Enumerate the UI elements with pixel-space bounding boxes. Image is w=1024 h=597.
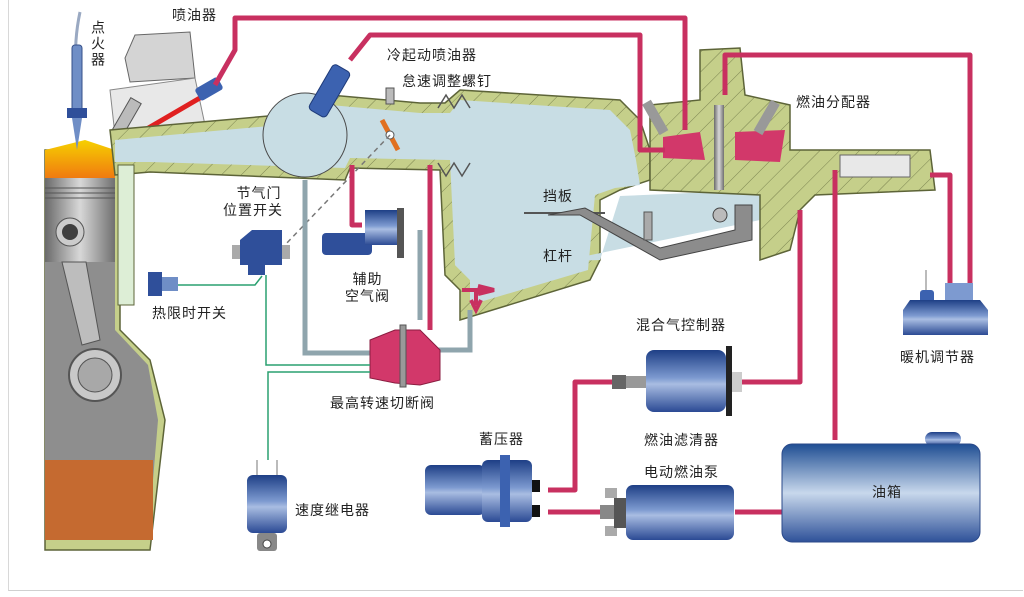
label-mixture-controller: 混合气控制器 [636, 318, 726, 334]
fuel-line-warmup-return [722, 52, 973, 325]
thermo-time-switch [148, 272, 178, 296]
fuel-distributor-housing [642, 47, 936, 262]
valve-head [109, 31, 206, 140]
label-speed-relay: 速度继电器 [295, 503, 370, 519]
label-aux-air-valve: 辅助 空气阀 [345, 272, 390, 306]
label-max-speed-cutoff: 最高转速切断阀 [330, 396, 435, 412]
fuel-line-filter-out [740, 210, 803, 385]
label-throttle-switch-line2: 位置开关 [223, 203, 283, 219]
throttle-position-switch [232, 230, 290, 275]
fuel-lines [212, 15, 973, 515]
label-electric-pump: 电动燃油泵 [644, 465, 719, 481]
distributor-screw-left [642, 99, 669, 136]
aux-air-bypass [349, 165, 362, 228]
label-cold-start-injector: 冷起动喷油器 [387, 48, 477, 64]
air-flow-meter [262, 92, 348, 178]
coolant-jacket [117, 164, 135, 306]
electric-fuel-pump [600, 485, 734, 540]
air-bypass-lines [302, 180, 473, 356]
injector-nozzle-line [143, 92, 207, 133]
cold-start-injector-icon [308, 64, 351, 118]
label-lever: 杠杆 [543, 249, 573, 265]
engine-cylinder [44, 140, 166, 551]
fuel-filter [612, 346, 742, 416]
air-flow-arrow [462, 284, 495, 315]
piston [45, 178, 115, 262]
fuel-line-warmup-control [930, 172, 953, 325]
label-injector: 喷油器 [172, 8, 217, 24]
bellows-bottom [437, 161, 471, 178]
distributor-screw-right [753, 99, 780, 136]
electric-wiring [175, 275, 370, 460]
intake-manifold [109, 89, 760, 322]
label-fuel-filter: 燃油滤清器 [644, 433, 719, 449]
fuel-line-cold-start [348, 32, 665, 153]
lever-assembly [524, 204, 753, 261]
accumulator [425, 455, 540, 527]
speed-relay [247, 460, 287, 551]
fuel-tank [781, 432, 981, 543]
label-thermo-time-switch: 热限时开关 [152, 306, 227, 322]
label-fuel-tank: 油箱 [872, 485, 902, 501]
spark-plug [67, 11, 87, 150]
label-idle-screw: 怠速调整螺钉 [402, 74, 492, 90]
label-throttle-switch: 节气门 位置开关 [223, 186, 283, 220]
pressure-valve [839, 154, 911, 178]
label-ignition: 点火器 [89, 20, 105, 68]
label-aux-air-line2: 空气阀 [345, 289, 390, 305]
label-warmup-regulator: 暖机调节器 [900, 350, 975, 366]
lever-arm [547, 204, 753, 261]
label-throttle-switch-line1: 节气门 [236, 186, 282, 202]
idle-screw-icon [385, 87, 395, 105]
warmup-regulator [903, 270, 988, 335]
control-plunger [714, 105, 724, 190]
label-aux-air-line1: 辅助 [352, 272, 383, 288]
connecting-rod [61, 261, 101, 346]
label-baffle: 挡板 [543, 189, 573, 205]
fuel-line-injector [212, 15, 688, 130]
oil-sump [45, 460, 153, 540]
label-accumulator: 蓄压器 [479, 432, 524, 448]
fuel-line-accumulator [548, 379, 620, 493]
bellows-top [437, 93, 471, 110]
combustion-flame [45, 140, 115, 178]
aux-air-valve [322, 208, 404, 258]
label-fuel-distributor: 燃油分配器 [796, 95, 871, 111]
